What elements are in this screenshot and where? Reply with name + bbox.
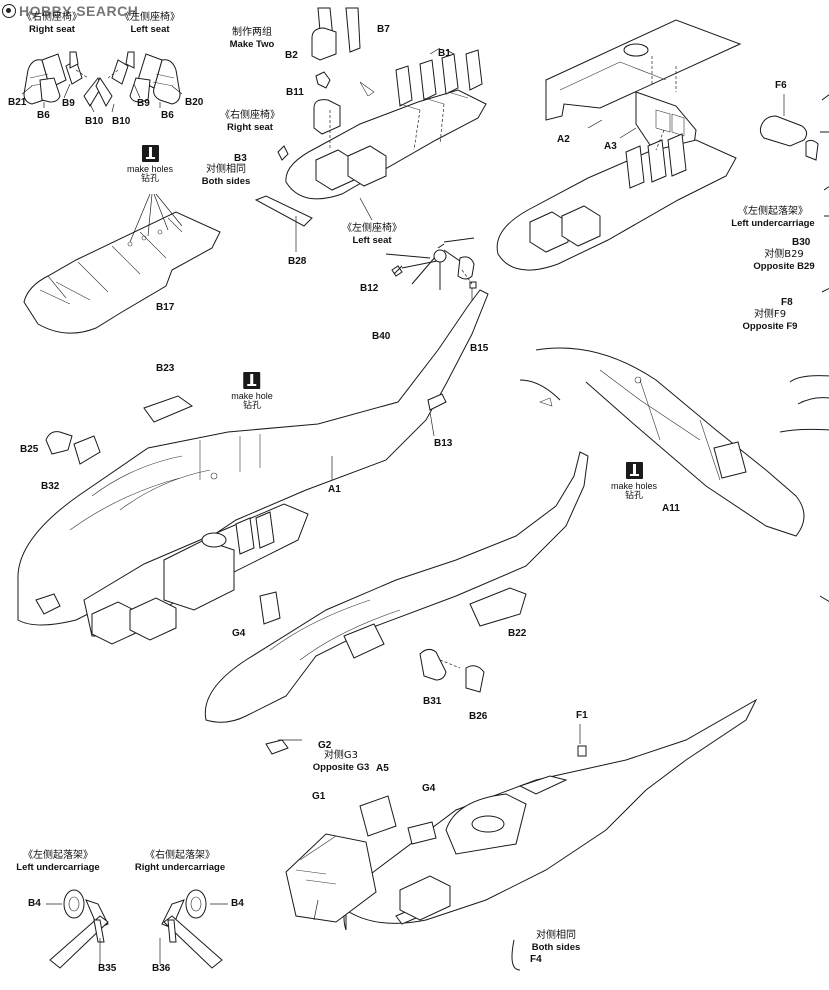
fuselage-half-a1 (17, 289, 489, 645)
part-label: B7 (377, 24, 390, 35)
caption-left-undercarriage-bottom: 《左侧起落架》 Left undercarriage (16, 850, 100, 873)
part-label: B4 (231, 898, 244, 909)
part-label: B40 (372, 331, 391, 342)
part-label: B15 (470, 343, 489, 354)
part-label: F4 (530, 954, 542, 965)
drill-label-en: make holes (610, 481, 658, 491)
cabin-bulkhead-a2-a3 (496, 19, 742, 271)
part-label: B9 (137, 98, 150, 109)
part-label: B22 (508, 628, 527, 639)
drill-label-cn: 钻孔 (140, 174, 159, 184)
part-label: B20 (185, 97, 204, 108)
part-label: A1 (328, 484, 341, 495)
caption-right-seat-top: 《右侧座椅》 Right seat (22, 12, 82, 35)
part-label: B28 (288, 256, 307, 267)
caption-opposite-b29: 对侧B29 Opposite B29 (753, 249, 815, 272)
drill-label-en: make hole (231, 391, 273, 401)
part-label: B6 (161, 110, 174, 121)
part-label: G4 (232, 628, 246, 639)
right-seat-assembly-top (21, 51, 103, 113)
part-label: B25 (20, 444, 39, 455)
part-label: F8 (781, 297, 793, 308)
floor-panel-b17 (23, 193, 221, 334)
caption-left-seat-mid: 《左侧座椅》 Left seat (342, 223, 402, 246)
caption-both-sides-b3: 对侧相同 Both sides (201, 164, 251, 187)
caption-left-seat-top: 《左侧座椅》 Left seat (120, 12, 180, 35)
part-label: B35 (98, 963, 117, 974)
part-label: F1 (576, 710, 588, 721)
part-label: B10 (85, 116, 104, 127)
drill-symbol-1: make holes 钻孔 (127, 145, 173, 184)
part-label: G1 (312, 791, 326, 802)
rotor-head-assembly (385, 237, 477, 318)
logo-icon (2, 4, 16, 18)
part-label: A2 (557, 134, 570, 145)
part-label: B30 (792, 237, 811, 248)
part-label: B4 (28, 898, 41, 909)
part-label: F6 (775, 80, 787, 91)
left-seat-assembly-top (95, 51, 183, 113)
part-label: B1 (438, 48, 451, 59)
drill-icon (243, 372, 261, 389)
part-label: G4 (422, 783, 436, 794)
cabin-floor-with-seats (254, 7, 487, 252)
part-label: B32 (41, 481, 60, 492)
part-label: A5 (376, 763, 389, 774)
part-label: B23 (156, 363, 175, 374)
part-label: A11 (662, 503, 680, 514)
part-label: B21 (8, 97, 27, 108)
fuselage-assembled-mid (204, 451, 589, 755)
drill-symbol-2: make hole 钻孔 (231, 372, 273, 411)
undercarriage-left (46, 889, 109, 969)
caption-both-sides-f4: 对侧相同 Both sides (531, 930, 581, 953)
drill-icon (625, 462, 643, 479)
part-label: A3 (604, 141, 617, 152)
caption-right-seat-mid: 《右侧座椅》 Right seat (220, 110, 280, 133)
logo-text: HOBBY SEARCH (19, 3, 139, 19)
caption-make-two: 制作两组 Make Two (229, 27, 275, 50)
part-label: B9 (62, 98, 75, 109)
drill-label-cn: 钻孔 (242, 401, 261, 411)
undercarriage-right (159, 889, 228, 969)
part-label: B17 (156, 302, 175, 313)
part-label: B6 (37, 110, 50, 121)
right-edge-parts (759, 94, 829, 602)
part-label: G2 (318, 740, 332, 751)
part-label: B12 (360, 283, 379, 294)
caption-opposite-g3: 对侧G3 Opposite G3 (312, 750, 370, 773)
caption-opposite-f9: 对侧F9 Opposite F9 (742, 309, 798, 332)
part-label: B10 (112, 116, 131, 127)
caption-left-undercarriage-right: 《左侧起落架》 Left undercarriage (731, 206, 815, 229)
part-label: B11 (286, 87, 304, 98)
part-label: B36 (152, 963, 171, 974)
drill-label-cn: 钻孔 (624, 491, 643, 501)
part-label: B2 (285, 50, 298, 61)
fuselage-half-a11 (519, 347, 805, 537)
part-label: B13 (434, 438, 453, 449)
drill-symbol-3: make holes 钻孔 (611, 462, 657, 501)
fuselage-assembled-bottom (285, 698, 758, 971)
caption-right-undercarriage-bottom: 《右侧起落架》 Right undercarriage (134, 850, 226, 873)
part-label: B31 (423, 696, 442, 707)
part-label: B3 (234, 153, 247, 164)
drill-icon (141, 145, 159, 162)
drill-label-en: make holes (126, 164, 174, 174)
part-label: B26 (469, 711, 488, 722)
